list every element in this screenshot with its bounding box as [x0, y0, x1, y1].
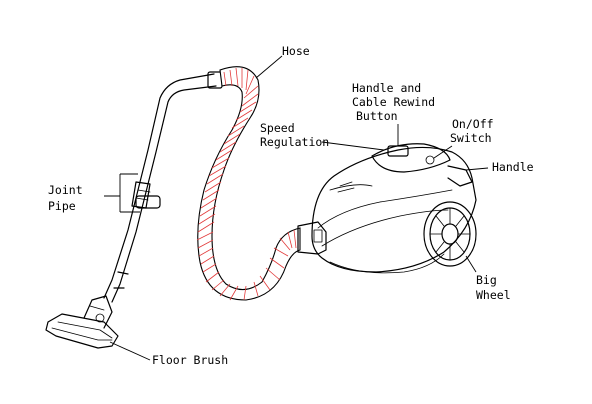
label-joint-line1: Joint [48, 183, 83, 197]
big-wheel [423, 201, 477, 267]
label-joint-line2: Pipe [48, 199, 76, 213]
vacuum-body [297, 143, 477, 274]
label-big-line2: Wheel [476, 288, 511, 302]
label-speed-line1: Speed [260, 121, 295, 135]
leader-lines [104, 55, 489, 361]
floor-brush [45, 295, 119, 349]
label-floor-brush: Floor Brush [152, 353, 228, 367]
label-handle-cable-line1: Handle and [352, 81, 421, 95]
joint-pipe [131, 181, 161, 209]
label-onoff-line2: Switch [450, 131, 492, 145]
label-onoff-line1: On/Off [452, 117, 494, 131]
hose-stripes [196, 67, 297, 301]
hose [196, 66, 301, 301]
label-speed-line2: Regulation [260, 135, 329, 149]
label-hose: Hose [282, 44, 310, 58]
label-handle-cable-line2: Cable Rewind [352, 95, 435, 109]
label-handle-cable-line3: Button [356, 109, 398, 123]
label-handle: Handle [492, 160, 534, 174]
label-big-line1: Big [476, 273, 497, 287]
